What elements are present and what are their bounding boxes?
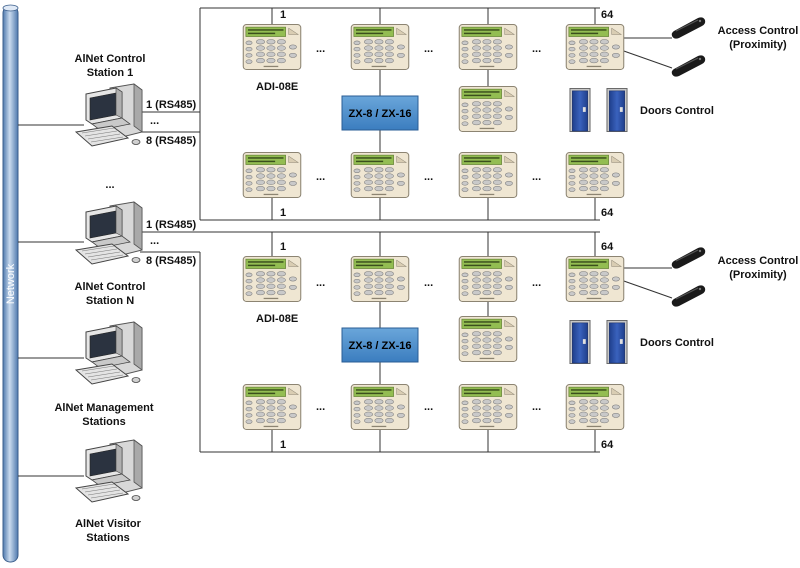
bus-start-label: 1 (280, 241, 286, 253)
station-control-n-line2: Station N (86, 295, 134, 307)
computer-icon (75, 321, 143, 385)
keypad-ellipsis: ... (532, 277, 541, 289)
keypad-ellipsis: ... (316, 171, 325, 183)
access-control-line2: (Proximity) (729, 39, 787, 51)
computer-icon (75, 83, 143, 147)
keypad-ellipsis: ... (424, 401, 433, 413)
keypad-icon (458, 384, 518, 430)
bus-start-label: 1 (280, 439, 286, 451)
door-icon (606, 320, 628, 364)
network-label: Network (5, 263, 17, 304)
doors-control-label: Doors Control (640, 337, 714, 349)
keypad-ellipsis: ... (316, 401, 325, 413)
proximity-reader-icon (671, 284, 706, 308)
keypad-ellipsis: ... (532, 43, 541, 55)
keypad-icon (565, 152, 625, 198)
station-management: AlNet Management Stations (54, 321, 154, 428)
rs485-ellipsis-n: ... (150, 235, 159, 247)
keypad-icon (458, 316, 518, 362)
bus-start-label: 1 (280, 207, 286, 219)
keypad-icon (242, 256, 302, 302)
keypad-ellipsis: ... (532, 401, 541, 413)
proximity-reader-icon (671, 246, 706, 270)
rs485-first-label-n: 1 (RS485) (146, 219, 196, 231)
keypad-icon (242, 384, 302, 430)
upper-system: 1 64 ... ... ... ADI-08E ZX-8 / ZX-16 ..… (242, 9, 799, 219)
keypad-icon (242, 24, 302, 70)
controller-label: ZX-8 / ZX-16 (349, 340, 412, 352)
bus-start-label: 1 (280, 9, 286, 21)
computer-icon (75, 201, 143, 265)
access-control-line1: Access Control (718, 25, 799, 37)
controller-label: ZX-8 / ZX-16 (349, 108, 412, 120)
rs485-ellipsis-1: ... (150, 115, 159, 127)
keypad-icon (458, 86, 518, 132)
keypad-icon (458, 152, 518, 198)
door-icon (606, 88, 628, 132)
station-ellipsis: ... (105, 179, 114, 191)
bus-end-label: 64 (601, 241, 614, 253)
access-control-line2: (Proximity) (729, 269, 787, 281)
rs485-last-label-n: 8 (RS485) (146, 255, 196, 267)
proximity-reader-icon (671, 16, 706, 40)
station-control-n-line1: AlNet Control (75, 281, 146, 293)
bus-end-label: 64 (601, 9, 614, 21)
controller-box: ZX-8 / ZX-16 (341, 95, 419, 131)
keypad-icon (350, 384, 410, 430)
station-control-n: AlNet Control Station N (75, 201, 146, 307)
station-control-1: AlNet Control Station 1 (75, 53, 146, 147)
network-pipe: Network (2, 4, 19, 563)
station-visitor-line1: AlNet Visitor (75, 518, 142, 530)
lower-system: 1 64 ... ... ... ADI-08E ZX-8 / ZX-16 ..… (242, 241, 799, 451)
station-management-line2: Stations (82, 416, 125, 428)
controller-box: ZX-8 / ZX-16 (341, 327, 419, 363)
keypad-icon (350, 256, 410, 302)
access-control-line1: Access Control (718, 255, 799, 267)
station-management-line1: AlNet Management (54, 402, 153, 414)
keypad-icon (565, 384, 625, 430)
keypad-model-label: ADI-08E (256, 313, 298, 325)
keypad-ellipsis: ... (424, 43, 433, 55)
station-control-1-line2: Station 1 (87, 67, 133, 79)
keypad-icon (458, 256, 518, 302)
keypad-ellipsis: ... (424, 277, 433, 289)
computer-icon (75, 439, 143, 503)
rs485-last-label-1: 8 (RS485) (146, 135, 196, 147)
door-icon (569, 320, 591, 364)
keypad-icon (565, 256, 625, 302)
keypad-icon (458, 24, 518, 70)
keypad-ellipsis: ... (316, 43, 325, 55)
bus-end-label: 64 (601, 207, 614, 219)
keypad-ellipsis: ... (424, 171, 433, 183)
keypad-icon (350, 24, 410, 70)
station-control-1-line1: AlNet Control (75, 53, 146, 65)
keypad-ellipsis: ... (532, 171, 541, 183)
station-visitor-line2: Stations (86, 532, 129, 544)
keypad-icon (350, 152, 410, 198)
bus-end-label: 64 (601, 439, 614, 451)
rs485-first-label-1: 1 (RS485) (146, 99, 196, 111)
keypad-icon (242, 152, 302, 198)
keypad-ellipsis: ... (316, 277, 325, 289)
door-icon (569, 88, 591, 132)
connection-lines (18, 7, 673, 477)
keypad-model-label: ADI-08E (256, 81, 298, 93)
proximity-reader-icon (671, 54, 706, 78)
doors-control-label: Doors Control (640, 105, 714, 117)
keypad-icon (565, 24, 625, 70)
station-visitor: AlNet Visitor Stations (75, 439, 143, 544)
